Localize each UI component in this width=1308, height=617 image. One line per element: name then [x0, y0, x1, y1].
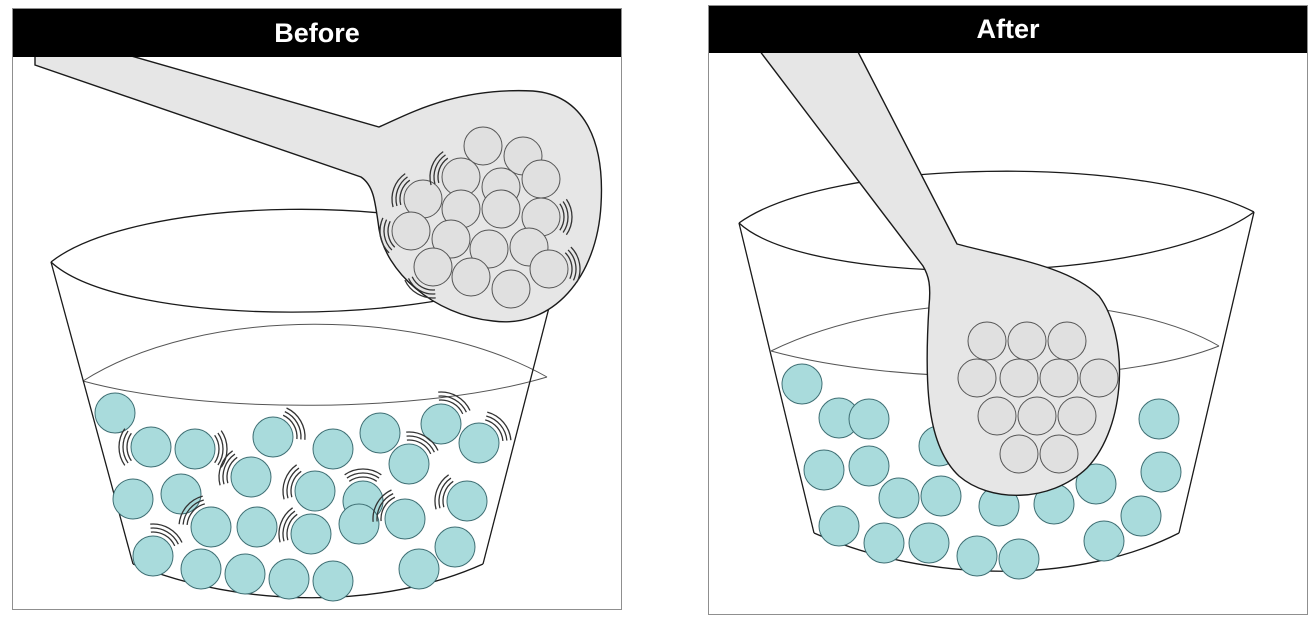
tapioca-pearl	[113, 479, 153, 519]
before-illustration	[13, 9, 623, 611]
tapioca-pearl	[95, 393, 135, 433]
cup-right-wall	[1179, 212, 1254, 533]
spoon-pearl	[1040, 359, 1078, 397]
tapioca-pearl	[269, 559, 309, 599]
tapioca-pearl	[253, 417, 293, 457]
vibration-arc-icon	[215, 431, 227, 468]
tapioca-pearl	[447, 481, 487, 521]
spoon-pearl	[1048, 322, 1086, 360]
tapioca-pearl	[191, 507, 231, 547]
tapioca-pearl	[782, 364, 822, 404]
tapioca-pearl	[181, 549, 221, 589]
tapioca-pearl	[459, 423, 499, 463]
after-panel: After	[708, 5, 1308, 615]
tapioca-pearl	[1084, 521, 1124, 561]
tapioca-pearl	[819, 506, 859, 546]
spoon-pearl	[1000, 359, 1038, 397]
tapioca-pearl	[131, 427, 171, 467]
spoon-pearl	[1058, 397, 1096, 435]
tapioca-pearl	[849, 446, 889, 486]
spoon-pearl	[530, 250, 568, 288]
tapioca-pearl	[291, 514, 331, 554]
spoon-pearl	[492, 270, 530, 308]
spoon-pearl	[452, 258, 490, 296]
tapioca-pearl	[339, 504, 379, 544]
tapioca-pearl	[237, 507, 277, 547]
tapioca-pearl	[399, 549, 439, 589]
spoon-pearl	[1080, 359, 1118, 397]
tapioca-pearl	[1139, 399, 1179, 439]
spoon-pearl	[1008, 322, 1046, 360]
tapioca-pearl	[909, 523, 949, 563]
tapioca-pearl	[161, 474, 201, 514]
tapioca-pearl	[385, 499, 425, 539]
tapioca-pearl	[360, 413, 400, 453]
tapioca-pearl	[957, 536, 997, 576]
tapioca-pearl	[921, 476, 961, 516]
tapioca-pearl	[879, 478, 919, 518]
spoon-pearl	[392, 212, 430, 250]
tapioca-pearl	[1121, 496, 1161, 536]
tapioca-pearl	[231, 457, 271, 497]
spoon-pearl	[522, 160, 560, 198]
spoon-pearl	[482, 190, 520, 228]
liquid-surface-back	[83, 324, 547, 381]
spoon-pearl	[464, 127, 502, 165]
spoon-pearl	[1040, 435, 1078, 473]
tapioca-pearl	[225, 554, 265, 594]
vibration-arc-icon	[119, 429, 131, 466]
tapioca-pearl	[849, 399, 889, 439]
tapioca-pearl	[999, 539, 1039, 579]
after-illustration	[709, 6, 1308, 616]
tapioca-pearl	[435, 527, 475, 567]
spoon-pearl	[958, 359, 996, 397]
liquid-surface-front	[83, 377, 547, 405]
vibration-arc-icon	[345, 469, 382, 481]
tapioca-pearl	[804, 450, 844, 490]
spoon-pearl	[1018, 397, 1056, 435]
tapioca-pearl	[864, 523, 904, 563]
spoon-pearl	[414, 248, 452, 286]
tapioca-pearl	[389, 444, 429, 484]
cup-pearls	[95, 393, 499, 601]
spoon-pearl	[978, 397, 1016, 435]
tapioca-pearl	[313, 429, 353, 469]
cup-rim-back	[739, 171, 1254, 223]
tapioca-pearl	[295, 471, 335, 511]
after-title: After	[709, 6, 1307, 53]
tapioca-pearl	[1141, 452, 1181, 492]
before-title: Before	[13, 9, 621, 57]
tapioca-pearl	[175, 429, 215, 469]
spoon-pearl	[1000, 435, 1038, 473]
tapioca-pearl	[133, 536, 173, 576]
tapioca-pearl	[313, 561, 353, 601]
before-panel: Before	[12, 8, 622, 610]
spoon-pearl	[968, 322, 1006, 360]
